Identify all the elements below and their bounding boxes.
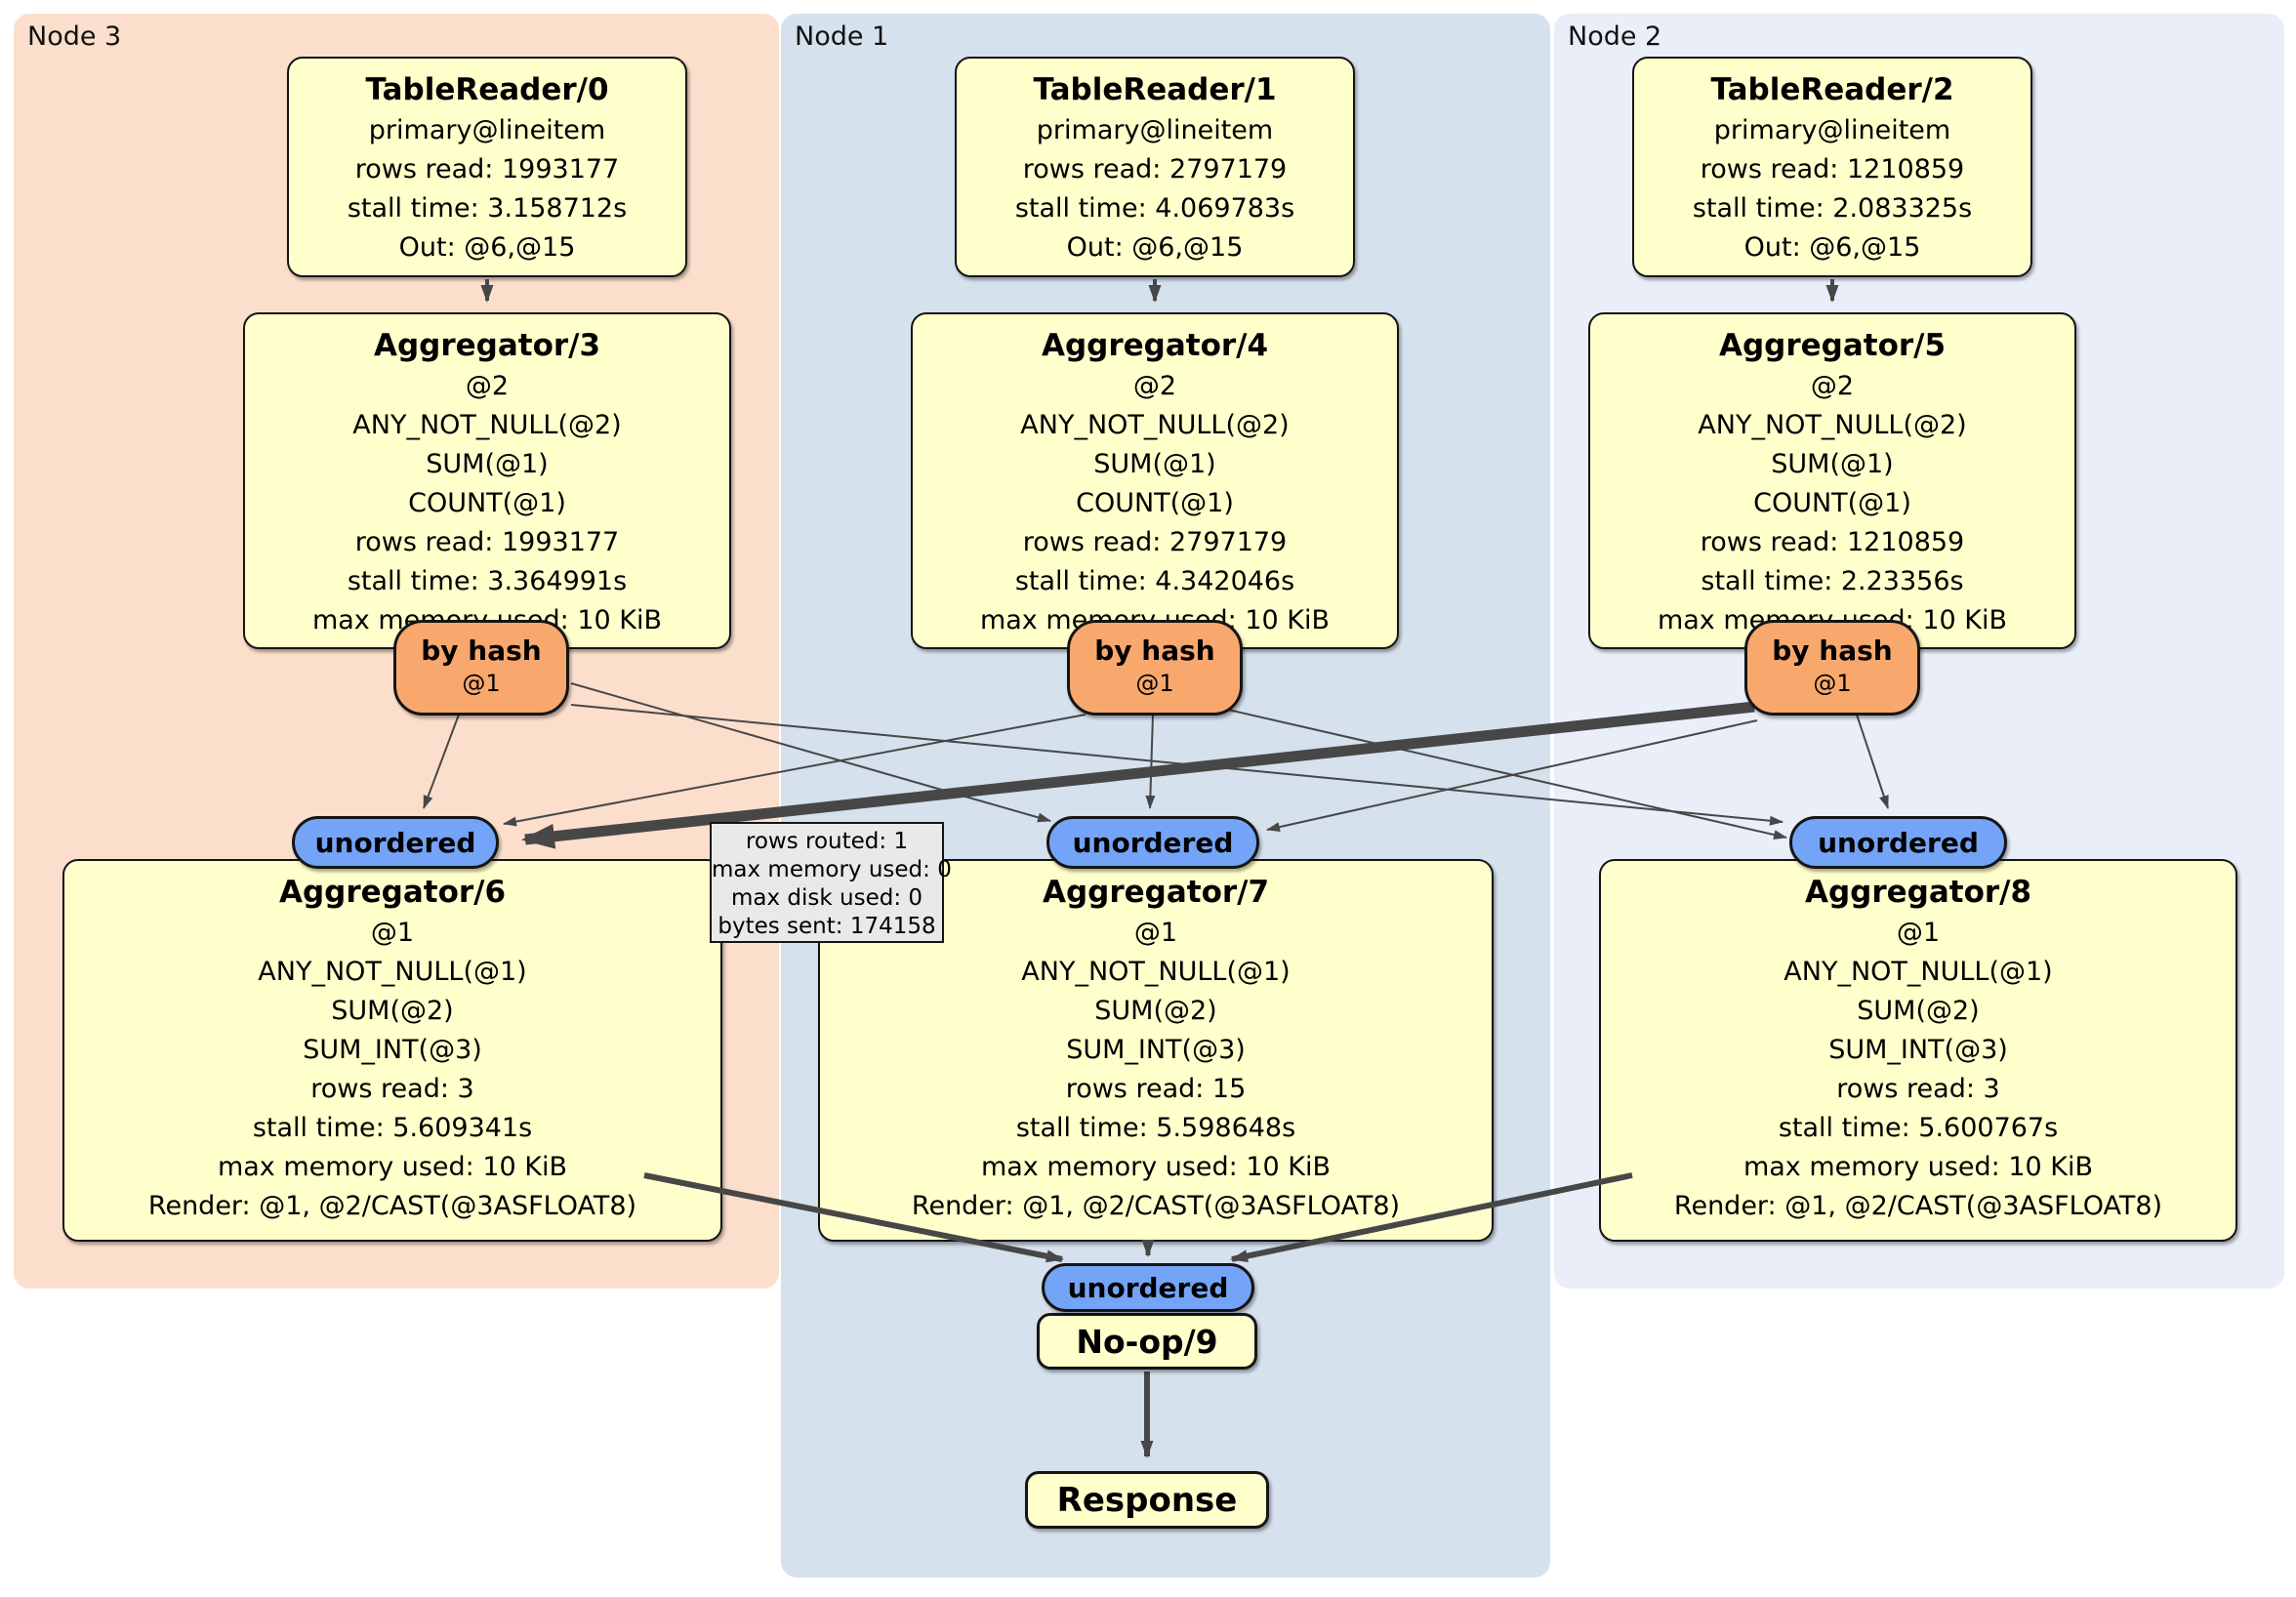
edge-aggregator8-final-unordered[interactable] xyxy=(1230,1172,1633,1263)
sync-unordered-node3[interactable]: unordered xyxy=(292,816,499,869)
response-box: Response xyxy=(1025,1471,1269,1529)
edge-byhash2-unordered2[interactable] xyxy=(1856,714,1889,809)
router-label: by hash xyxy=(421,635,542,667)
processor-title: TableReader/0 xyxy=(365,72,609,107)
processor-title: Aggregator/7 xyxy=(1042,875,1270,910)
processor-title: Aggregator/8 xyxy=(1804,875,2032,910)
router-detail: @1 xyxy=(462,670,501,697)
processor-title: TableReader/2 xyxy=(1710,72,1954,107)
edge-byhash1-unordered1[interactable] xyxy=(1145,714,1156,809)
router-detail: @1 xyxy=(1813,670,1852,697)
router-label: by hash xyxy=(1772,635,1893,667)
router-byhash-node1[interactable]: by hash @1 xyxy=(1067,620,1243,716)
edge-byhash1-unordered3[interactable] xyxy=(503,714,1086,827)
node1-label: Node 1 xyxy=(795,21,889,52)
processor-title: Aggregator/6 xyxy=(278,875,507,910)
processor-noop-9: No-op/9 xyxy=(1037,1313,1257,1370)
edge-aggregator6-final-unordered[interactable] xyxy=(643,1172,1064,1263)
processor-title: Aggregator/5 xyxy=(1718,328,1947,363)
edge-byhash1-unordered2[interactable] xyxy=(1227,709,1787,839)
edge-byhash2-unordered3-highlighted[interactable] xyxy=(521,701,1755,849)
edge-byhash2-unordered1[interactable] xyxy=(1266,719,1758,833)
processor-title: TableReader/1 xyxy=(1033,72,1277,107)
edge-byhash3-unordered1[interactable] xyxy=(570,682,1051,823)
edge-byhash3-unordered3[interactable] xyxy=(423,714,460,809)
node3-label: Node 3 xyxy=(27,21,122,52)
router-label: by hash xyxy=(1094,635,1215,667)
router-detail: @1 xyxy=(1135,670,1174,697)
sync-unordered-final[interactable]: unordered xyxy=(1042,1263,1254,1312)
node2-label: Node 2 xyxy=(1568,21,1662,52)
sync-unordered-node2[interactable]: unordered xyxy=(1789,816,2007,869)
edge-byhash3-unordered2[interactable] xyxy=(570,704,1784,826)
router-byhash-node3[interactable]: by hash @1 xyxy=(393,620,569,716)
processor-title: Aggregator/3 xyxy=(373,328,601,363)
sync-unordered-node1[interactable]: unordered xyxy=(1046,816,1259,869)
processor-title: Aggregator/4 xyxy=(1041,328,1269,363)
router-byhash-node2[interactable]: by hash @1 xyxy=(1744,620,1920,716)
